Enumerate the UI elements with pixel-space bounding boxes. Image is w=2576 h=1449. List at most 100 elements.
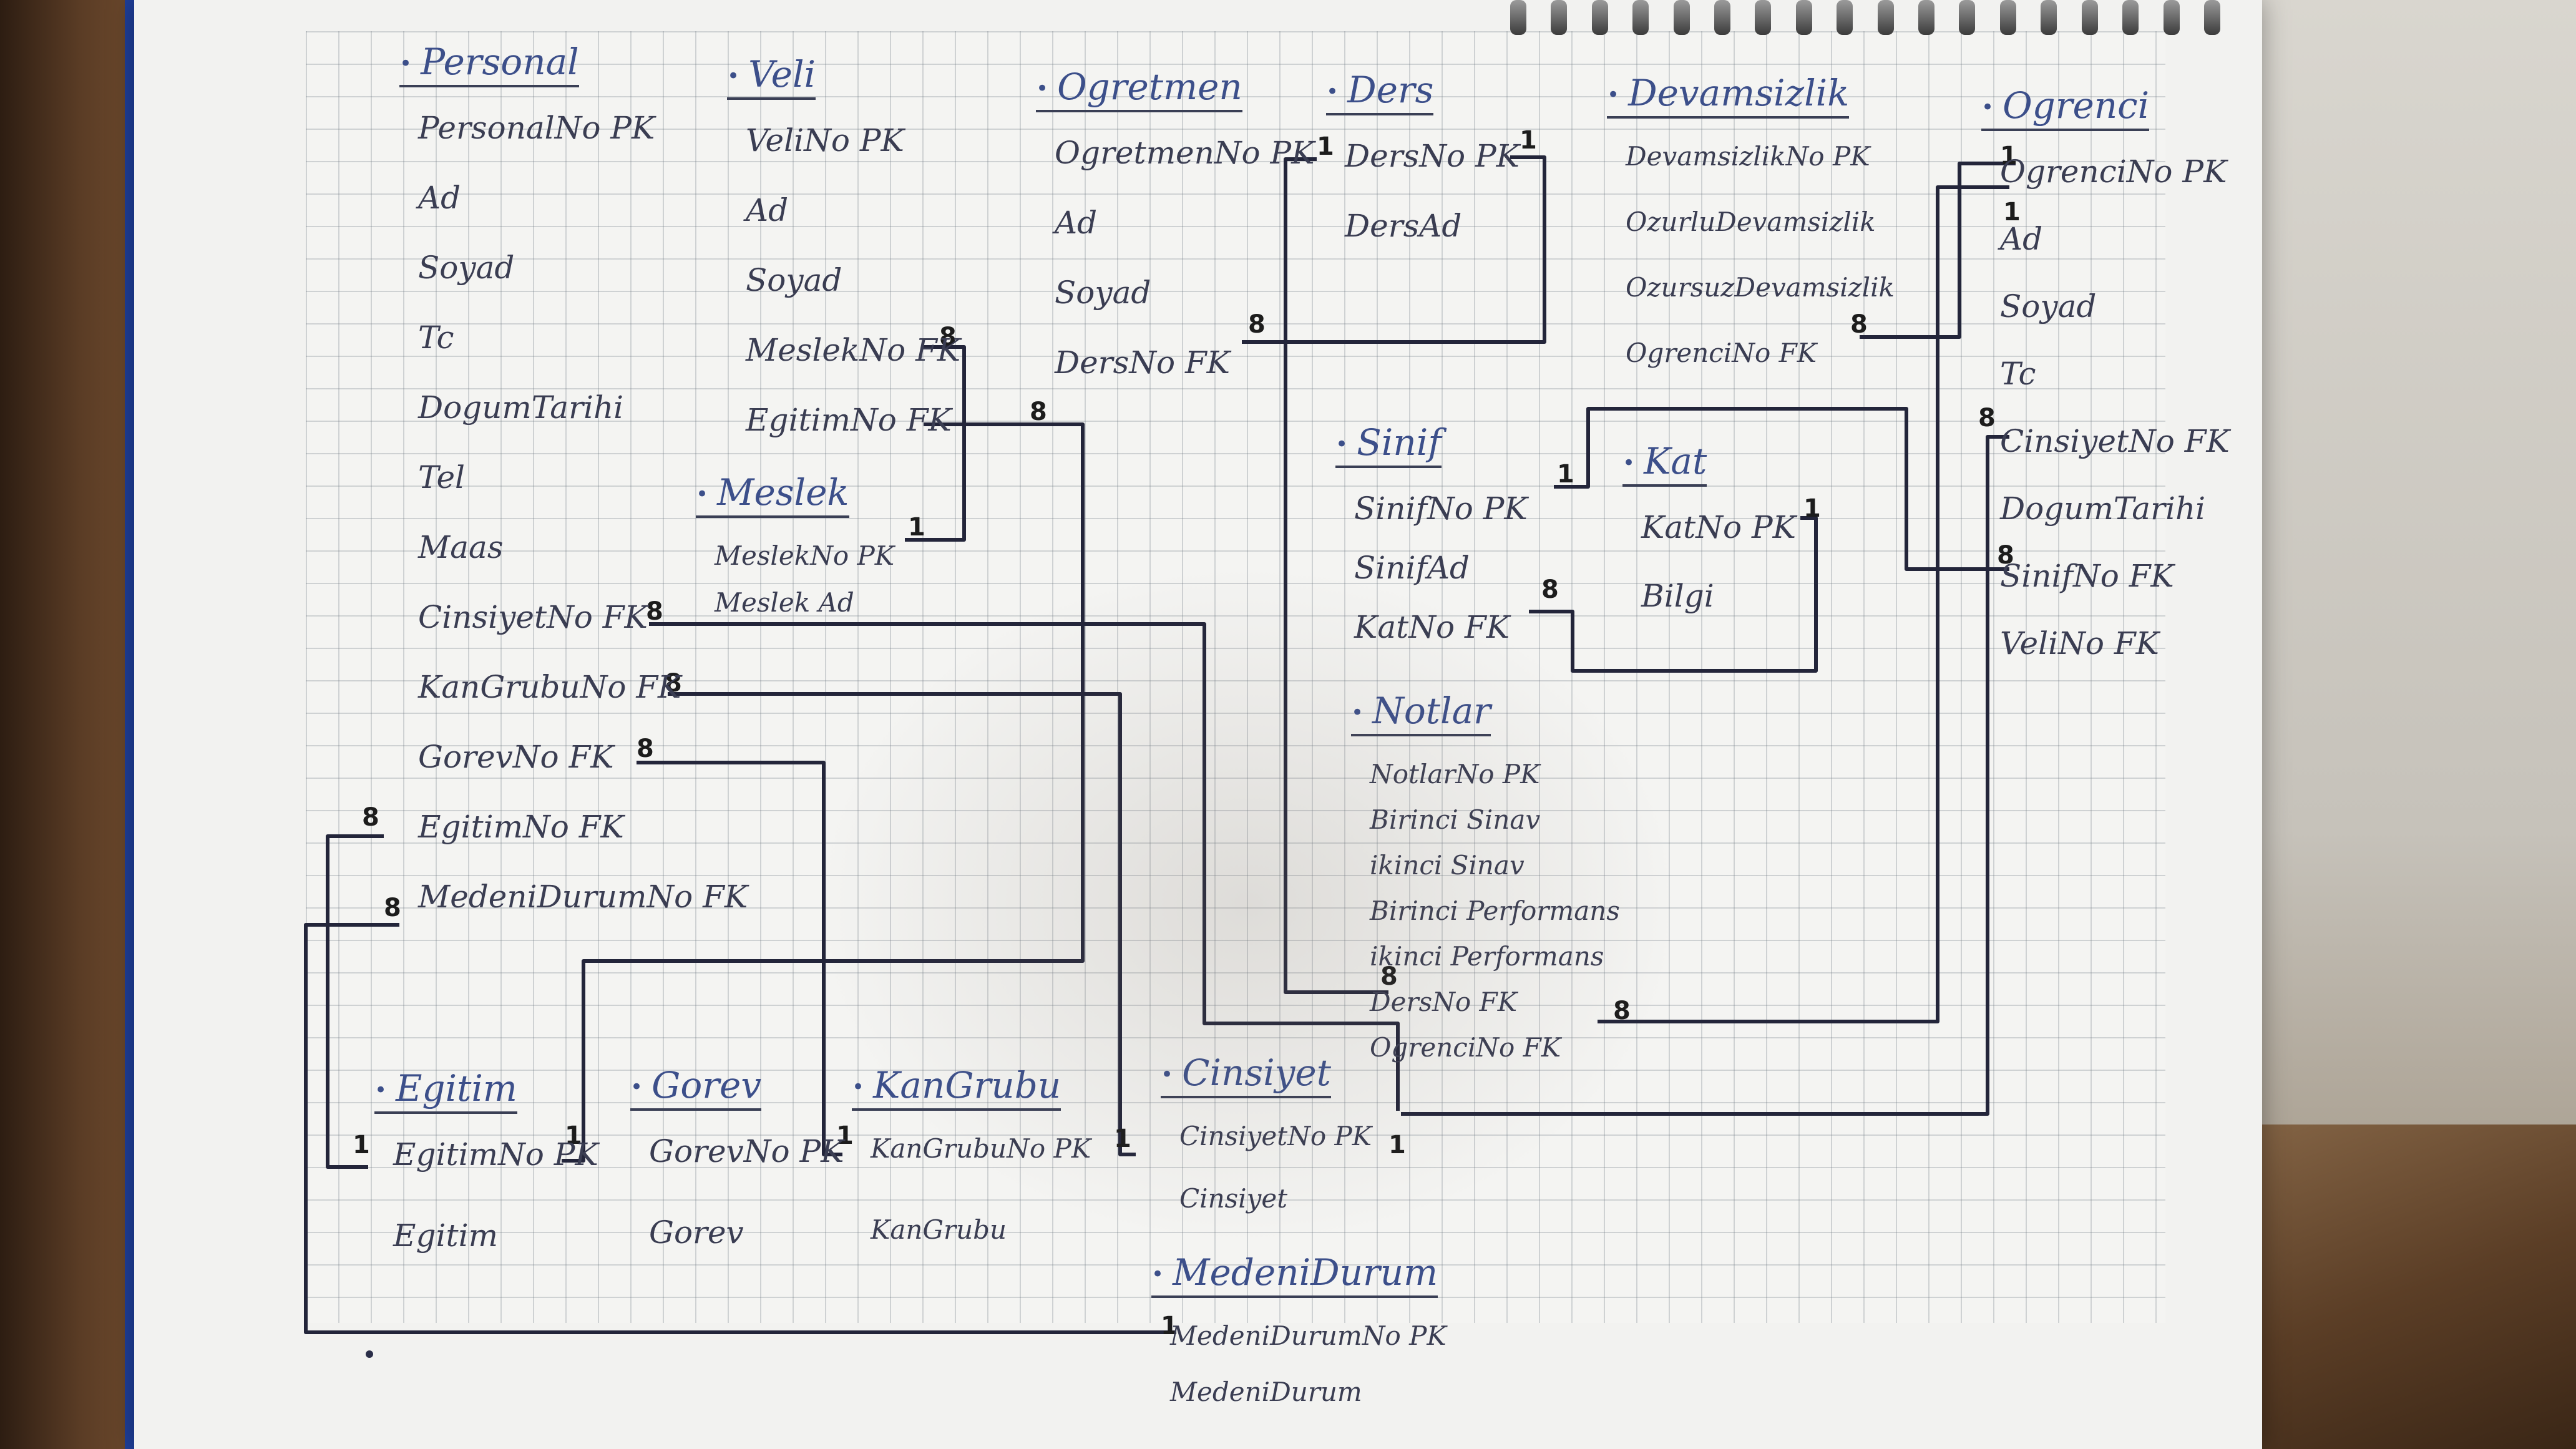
field-veli-2: Soyad: [746, 262, 842, 298]
line-personal-kangrubu: [668, 692, 1136, 1156]
line-veli-meslek: [905, 345, 966, 542]
cardinality-many: 8: [939, 323, 957, 351]
field-veli-3: MeslekNo FK: [746, 332, 961, 368]
line-personal-gorev: [637, 761, 842, 1156]
entity-title-medenidurum: MedeniDurum: [1151, 1254, 1438, 1298]
field-meslek-0: MeslekNo PK: [715, 540, 895, 571]
cardinality-many: 8: [1380, 962, 1398, 991]
field-ogrenci-2: Soyad: [2000, 288, 2097, 324]
spiral-ring: [1999, 0, 2016, 35]
field-gorev-0: GorevNo PK: [649, 1133, 844, 1169]
spiral-ring: [1510, 0, 1526, 35]
cardinality-one: 1: [1114, 1125, 1131, 1153]
field-veli-0: VeliNo PK: [746, 122, 904, 159]
cardinality-many: 8: [665, 669, 682, 698]
spiral-ring: [1918, 0, 1935, 35]
cardinality-one: 1: [1388, 1131, 1406, 1159]
line-devamsizlik-ogrenci: [1860, 162, 2016, 339]
field-veli-4: EgitimNo FK: [746, 402, 952, 438]
field-notlar-5: DersNo FK: [1370, 987, 1518, 1017]
entity-title-meslek: Meslek: [696, 474, 849, 518]
field-devamsizlik-2: OzursuzDevamsizlik: [1626, 272, 1895, 303]
field-ders-0: DersNo PK: [1345, 138, 1520, 174]
spiral-ring: [2122, 0, 2139, 35]
entity-title-ogretmen: Ogretmen: [1036, 69, 1242, 112]
cardinality-one: 1: [353, 1131, 370, 1159]
field-notlar-0: NotlarNo PK: [1370, 759, 1540, 789]
field-devamsizlik-1: OzurluDevamsizlik: [1626, 207, 1876, 237]
entity-title-gorev: Gorev: [630, 1067, 762, 1111]
spiral-ring: [2081, 0, 2098, 35]
cardinality-one: 1: [1803, 494, 1821, 523]
cardinality-many: 8: [637, 734, 654, 763]
line-notlar-ogrenci: [1598, 185, 2009, 1023]
spiral-ring: [2203, 0, 2220, 35]
cardinality-one: 1: [1317, 132, 1334, 161]
line-sinif-kat: [1529, 516, 1818, 673]
spiral-ring: [1837, 0, 1853, 35]
field-veli-1: Ad: [746, 192, 789, 228]
field-personal-6: Maas: [418, 529, 504, 565]
entity-title-notlar: Notlar: [1351, 693, 1491, 736]
field-ogretmen-0: OgretmenNo PK: [1055, 135, 1315, 171]
field-gorev-1: Gorev: [649, 1214, 744, 1251]
field-notlar-2: ikinci Sinav: [1370, 850, 1525, 881]
line-ogrenci-sinif: [1554, 407, 2009, 571]
cardinality-many: 8: [1541, 575, 1559, 604]
field-meslek-1: Meslek Ad: [715, 587, 854, 618]
line-personal-medenidurum: [304, 923, 1176, 1334]
cardinality-one: 1: [2003, 198, 2021, 227]
cardinality-many: 8: [1030, 398, 1047, 426]
field-kat-1: Bilgi: [1641, 578, 1714, 614]
field-ders-1: DersAd: [1345, 208, 1462, 244]
cardinality-many: 8: [1248, 310, 1266, 339]
spiral-binding: [1510, 0, 2220, 35]
field-devamsizlik-0: DevamsizlikNo PK: [1626, 141, 1870, 172]
entity-title-kat: Kat: [1622, 443, 1707, 487]
cardinality-many: 8: [384, 894, 401, 922]
grid-paper: [306, 31, 2165, 1323]
field-ogrenci-7: VeliNo FK: [2000, 625, 2159, 661]
entity-title-personal: Personal: [399, 44, 579, 87]
line-ogrenci-cinsiyet: [1401, 435, 2009, 1116]
field-personal-1: Ad: [418, 180, 461, 216]
spiral-ring: [2163, 0, 2180, 35]
field-kangrubu-1: KanGrubu: [871, 1214, 1007, 1245]
field-ogrenci-0: OgrenciNo PK: [2000, 154, 2227, 190]
entity-title-sinif: Sinif: [1335, 424, 1442, 468]
field-ogretmen-2: Soyad: [1055, 275, 1151, 311]
cardinality-one: 1: [836, 1121, 854, 1150]
field-sinif-2: KatNo FK: [1354, 609, 1510, 645]
line-ogretmen-ders: [1242, 155, 1546, 344]
spiral-ring: [1755, 0, 1772, 35]
field-egitim-0: EgitimNo PK: [393, 1136, 598, 1173]
field-sinif-1: SinifAd: [1354, 550, 1470, 586]
field-personal-7: CinsiyetNo FK: [418, 599, 648, 635]
cardinality-many: 8: [646, 597, 663, 626]
cardinality-many: 8: [1613, 997, 1631, 1025]
entity-title-ders: Ders: [1326, 72, 1434, 115]
field-personal-5: Tel: [418, 459, 466, 495]
spiral-ring: [1795, 0, 1812, 35]
spiral-ring: [1632, 0, 1649, 35]
spiral-ring: [1673, 0, 1690, 35]
line-personal-cinsiyet: [649, 622, 1400, 1111]
cardinality-one: 1: [908, 513, 925, 542]
ink-dot: [366, 1350, 373, 1358]
field-personal-11: MedeniDurumNo FK: [418, 879, 748, 915]
cardinality-many: 8: [1997, 541, 2014, 570]
field-notlar-3: Birinci Performans: [1370, 895, 1620, 926]
spiral-ring: [1959, 0, 1976, 35]
cardinality-many: 8: [1978, 404, 1996, 432]
entity-title-cinsiyet: Cinsiyet: [1161, 1055, 1332, 1098]
entity-title-devamsizlik: Devamsizlik: [1607, 75, 1850, 119]
field-personal-8: KanGrubuNo FK: [418, 669, 681, 705]
field-personal-4: DogumTarihi: [418, 389, 624, 426]
field-cinsiyet-0: CinsiyetNo PK: [1179, 1121, 1372, 1151]
spiral-ring: [1551, 0, 1568, 35]
spiral-ring: [1714, 0, 1731, 35]
field-ogrenci-1: Ad: [2000, 221, 2043, 257]
field-notlar-6: OgrenciNo FK: [1370, 1032, 1561, 1063]
line-personal-egitim: [326, 834, 384, 1169]
